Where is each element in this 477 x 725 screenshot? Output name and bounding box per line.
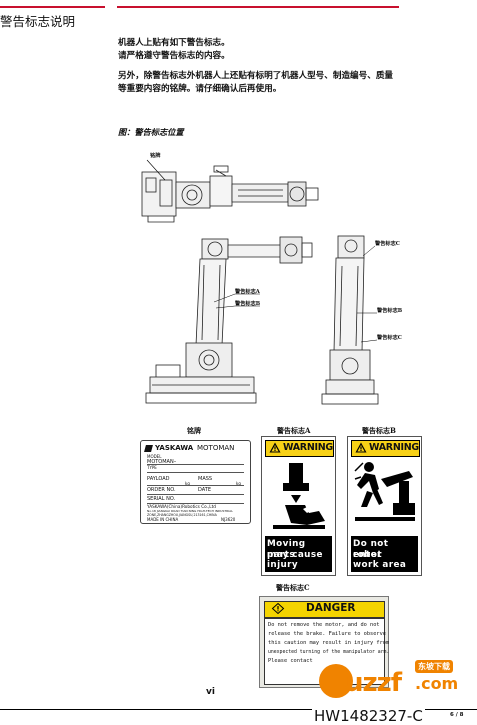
danger-c-line-2: release the brake. Failure to observe [268,631,386,637]
intro-line-2: 请严格遵守警告标志的内容。 [118,51,230,61]
danger-c-header [264,601,385,618]
model-value: MOTOMAN– [147,459,177,465]
callout-lines-right [357,245,378,343]
intro-line-3: 另外，除警告标志外机器人上还贴有标明了机器人型号、制造编号、质量 [118,71,394,81]
watermark-logo: uzzf .com 东坡下载 [315,660,475,708]
doc-code: HW1482327-C [312,707,425,725]
warning-b-text-line-2: robot [353,549,382,560]
intro-line-1: 机器人上贴有如下警告标志。 [118,38,230,48]
callout-warning-c-bottom: 警告标志C [377,335,402,341]
page-count: 6 / 8 [450,712,464,718]
robot-top-view [141,165,319,223]
robot-side-view [145,236,313,404]
warning-b-text-line-3: work area [353,560,407,570]
nameplate: YASKAWA MOTOMAN MODEL MOTOMAN– TYPE PAYL… [140,440,251,524]
type-underline [147,472,244,473]
watermark-circle-icon [319,664,353,698]
warning-a-text-panel: Moving parts may cause injury [265,536,332,572]
callout-warning-b-right: 警告标志B [377,308,403,314]
yaskawa-logo-icon [144,445,153,452]
mass-unit: kg [236,481,241,486]
danger-c-line-4: unexpected turning of the manipulator ar… [268,650,390,655]
header-rule-left [0,6,105,8]
danger-c-header-text: DANGER [306,602,356,614]
warning-a-header [265,440,334,457]
serial-label: SERIAL NO. [147,496,176,502]
nameplate-title: 铭牌 [187,426,201,435]
serial-underline [147,503,244,504]
maker-line-2: No.18 JIANGKAI ROAD TIAN NING HIGH-TECH … [147,509,233,513]
made-in: MADE IN CHINA [147,517,179,522]
footer-rule [0,709,477,710]
date-label: DATE [198,487,212,493]
order-label: ORDER NO. [147,487,176,493]
callout-warning-b: 警告标志B [235,301,261,307]
callout-lines-ab [213,293,260,309]
warning-b-text-line-1: Do not enter [353,539,389,560]
intro-line-4: 等重要内容的铭牌。请仔细确认后再使用。 [118,84,282,94]
header-rule-right [117,6,399,8]
maker-line-3: ZONE,ZHANGZHOU,JIANGSU,213161,CHINA [147,513,217,517]
model-label: MODEL [147,454,162,459]
warning-b-pictogram [351,457,418,535]
type-label: TYPE [147,465,157,470]
callout-nameplate: 铭牌 [150,153,161,159]
nameplate-brand: YASKAWA [155,444,194,452]
warning-a-text-line-1: Moving parts [267,539,306,560]
nameplate-product: MOTOMAN [197,444,235,452]
alert-triangle-icon [355,442,367,453]
warning-a-header-text: WARNING [283,442,333,453]
robot-front-view [321,235,379,405]
warning-b-header [351,440,420,457]
warning-label-b: WARNING Do not enter robot work area [347,436,422,576]
warning-c-title: 警告标志C [276,583,310,592]
danger-c-line-5: Please contact [268,658,313,664]
mass-label: MASS [198,476,213,482]
warning-a-text-line-2: may cause [267,549,323,560]
callout-warning-c-top: 警告标志C [375,241,400,247]
model-underline [147,464,244,465]
page-number: vi [206,687,215,697]
warning-a-pictogram [265,457,332,535]
alert-triangle-icon [269,442,281,453]
maker-line-1: YASKAWA(China)Robotics Co.,Ltd [147,504,216,509]
nameplate-code: NJ3620 [221,517,236,522]
danger-c-line-3: this caution may result in injury from [268,640,390,646]
warning-a-title: 警告标志A [277,426,311,435]
warning-a-text-line-3: injury [267,560,299,570]
payload-underline [147,485,244,486]
alert-diamond-icon [271,602,285,615]
warning-b-text-panel: Do not enter robot work area [351,536,418,572]
section-title: 警告标志说明 [0,14,76,29]
robot-strike-person-icon [354,462,415,521]
warning-label-a: WARNING Moving parts may cause injury [261,436,336,576]
watermark-domain: .com [415,674,459,693]
figure-caption: 图：警告标志位置 [118,127,184,137]
pinch-hand-icon [273,463,325,529]
callout-line-nameplate [146,159,166,181]
payload-unit: kg [185,481,190,486]
danger-label-c: DANGER Do not remove the motor, and do n… [259,596,389,688]
watermark-brand: uzzf [345,668,402,698]
order-underline [147,494,244,495]
warning-b-header-text: WARNING [369,442,419,453]
danger-c-line-1: Do not remove the motor, and do not [268,622,380,628]
watermark-tag: 东坡下载 [415,660,453,673]
warning-b-title: 警告标志B [362,426,396,435]
callout-warning-a: 警告标志A [235,289,260,295]
payload-label: PAYLOAD [147,476,170,482]
